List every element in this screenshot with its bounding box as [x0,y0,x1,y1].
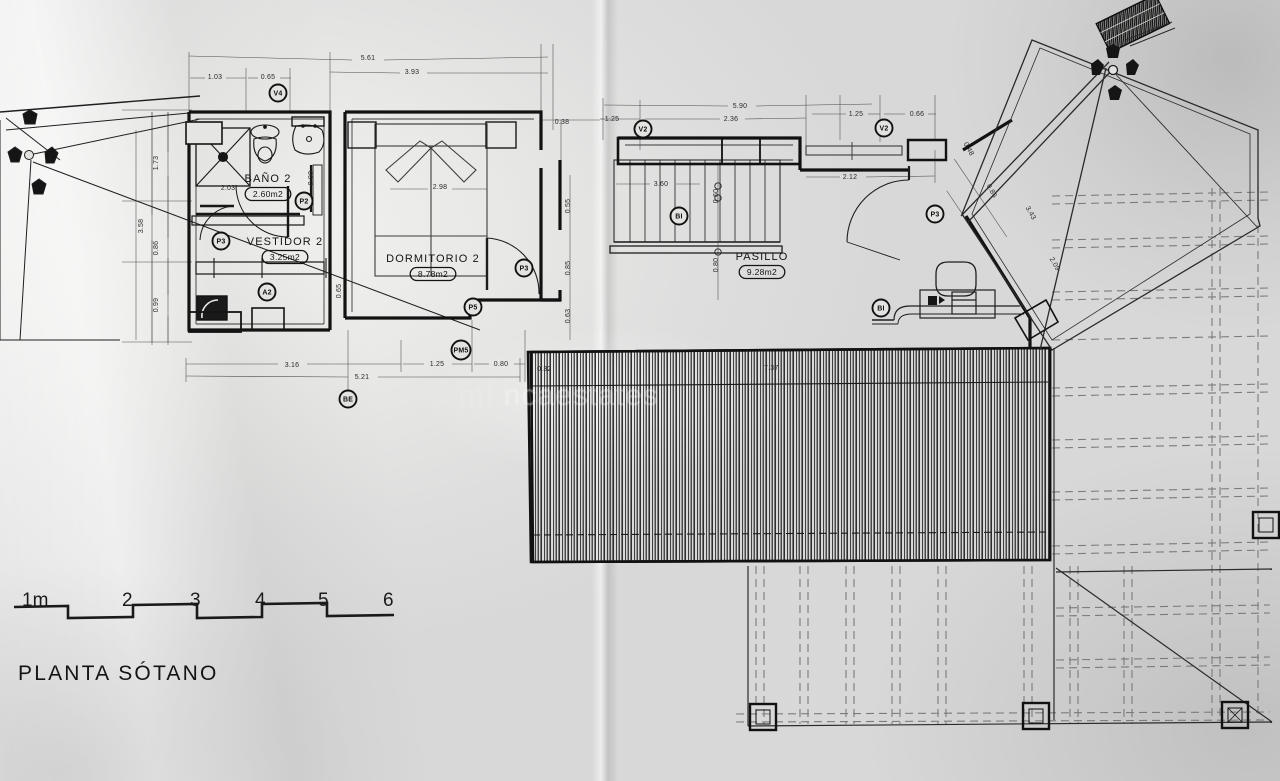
plan-marker-v2-8: V2 [633,119,653,139]
dimension-label-top-2: 0.65 [261,74,275,81]
plan-marker-label: BI [675,214,682,221]
column-markers [748,510,1280,732]
beam-grid-dashed [735,186,1271,724]
plan-marker-label: P2 [300,199,309,206]
dimension-lines [122,44,1008,392]
dimension-label-left-0: 1.73 [153,156,160,170]
plan-marker-be-7: BE [338,389,358,409]
plan-marker-label: PM5 [454,348,469,355]
plan-marker-label: BE [343,397,353,404]
scale-bar-label-0: 1m [22,590,48,611]
plan-marker-label: A2 [262,290,271,297]
room-area-capsule-dormitorio2 [409,266,457,282]
dimension-label-inner-1: 2.03 [221,185,235,192]
dimension-label-inner-6: 0.63 [565,309,572,323]
exterior-door [1013,298,1060,342]
dimension-label-inner-3: 0.65 [336,284,343,298]
room-name-dormitorio2: DORMITORIO 2 [386,253,480,265]
dimension-label-inner-12: 2.09 [1048,256,1061,272]
dimension-label-top-9: 0.38 [555,119,569,126]
dimension-label-bottom-1: 5.21 [355,374,369,381]
dimension-label-top-3: 3.93 [405,69,419,76]
scale-bar-label-4: 5 [318,590,329,611]
dimension-label-top-0: 5.61 [361,55,375,62]
plan-marker-bi-10: BI [669,206,689,226]
plan-marker-pm5-6: PM5 [450,339,472,361]
dimension-label-inner-5: 0.85 [565,261,572,275]
scale-bar-label-5: 6 [383,590,394,611]
room-name-bano2: BAÑO 2 [245,172,292,185]
dimension-label-left-1: 3.58 [138,219,145,233]
dimension-label-left-3: 0.99 [153,298,160,312]
pergola-roof-hatched: 0.32 7.37 [529,346,1052,564]
plan-marker-p3-12: P3 [925,204,945,224]
room-name-pasillo: PASILLO [736,251,789,263]
wall-inner-lines [195,118,793,325]
room-area-capsule-bano2 [244,186,292,202]
plan-marker-label: P5 [469,305,478,312]
plan-marker-v4-0: V4 [268,83,288,103]
staircase [609,136,903,256]
room-area-vestidor2: 3.25m2 [270,252,300,262]
room-area-pasillo: 9.28m2 [747,267,777,277]
dimension-label-top-10: 2.12 [843,174,857,181]
kitchen-counter [872,261,1024,325]
scale-bar-label-1: 2 [122,590,133,611]
room-area-capsule-vestidor2 [261,249,309,265]
bathroom-fixtures [185,116,325,238]
dimension-label-inner-8: 0.60 [713,189,720,203]
plan-marker-p5-5: P5 [463,297,483,317]
plan-marker-p3-4: P3 [514,258,534,278]
plan-marker-label: V2 [639,127,648,134]
scale-bar-label-2: 3 [190,590,201,611]
dimension-label-inner-11: 3.43 [1024,205,1037,221]
svg-text:7.37: 7.37 [764,365,778,372]
dimension-label-bottom-0: 3.16 [285,362,299,369]
dimension-label-inner-10: 0.86 [985,183,998,199]
room-area-dormitorio2: 8.78m2 [418,269,448,279]
dressing-room-elements [188,204,327,333]
dimension-label-inner-0: 2.98 [433,184,447,191]
dimension-label-bottom-2: 1.25 [430,361,444,368]
plan-title: PLANTA SÓTANO [18,662,219,685]
bedroom-bed [347,121,517,277]
dimension-label-inner-7: 0.80 [713,258,720,272]
plan-marker-label: P3 [520,266,529,273]
plan-marker-label: V4 [274,91,283,98]
plan-marker-label: P3 [931,212,940,219]
dimension-label-left-2: 0.86 [153,241,160,255]
dimension-label-bottom-3: 0.80 [494,361,508,368]
plan-marker-label: V2 [880,126,889,133]
plan-marker-bi-11: BI [871,298,891,318]
door-swings [485,166,911,295]
electrical-junction-symbol [0,95,481,341]
dimension-label-top-11: 3.60 [654,181,668,188]
dimension-label-top-7: 1.25 [849,111,863,118]
room-name-vestidor2: VESTIDOR 2 [247,236,323,248]
dimension-label-top-4: 5.90 [733,103,747,110]
room-area-capsule-pasillo [738,264,786,280]
plan-marker-label: P3 [217,239,226,246]
dimension-label-top-5: 2.36 [724,116,738,123]
room-area-bano2: 2.60m2 [253,189,283,199]
plan-marker-p3-2: P3 [211,231,231,251]
plan-marker-v2-9: V2 [874,118,894,138]
dimension-label-top-8: 0.66 [910,111,924,118]
dimension-label-top-1: 1.03 [208,74,222,81]
dimension-label-inner-4: 0.55 [565,199,572,213]
scale-bar [13,601,395,620]
scale-bar-label-3: 4 [255,590,266,611]
dimension-label-inner-2: 0.90 [308,171,315,185]
lower-right-structure [747,348,1273,727]
svg-text:0.32: 0.32 [537,366,551,373]
plan-marker-p2-1: P2 [294,191,314,211]
terrace-patio-rotated [960,0,1261,351]
plan-marker-label: BI [877,306,884,313]
dimension-label-top-6: 1.25 [605,116,619,123]
plan-marker-a2-3: A2 [257,282,277,302]
